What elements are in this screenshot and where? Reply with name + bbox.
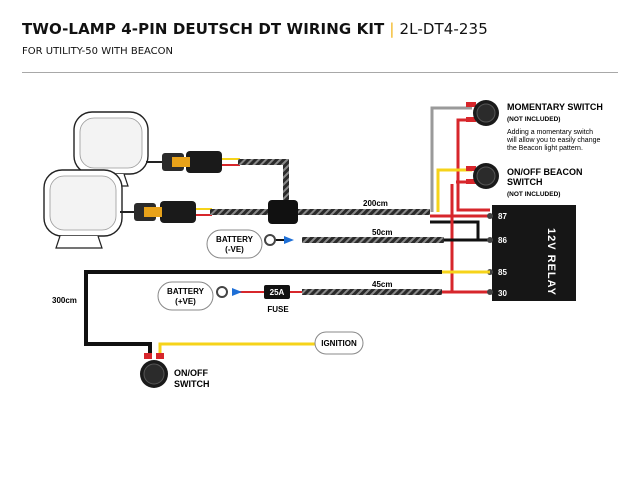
pin-30-label: 30: [498, 289, 507, 298]
page-title: TWO-LAMP 4-PIN DEUTSCH DT WIRING KIT|2L-…: [22, 20, 488, 38]
dt-connector-lower: [120, 201, 212, 223]
momentary-note-2: will allow you to easily change: [506, 137, 600, 144]
relay-12v: 87 86 85 30 12V RELAY: [487, 205, 576, 301]
beacon-not-included: (NOT INCLUDED): [507, 191, 560, 198]
header-divider: [22, 72, 618, 73]
dt-connector-upper: [146, 151, 240, 173]
battery-neg-label-1: BATTERY: [216, 235, 254, 244]
onoff-switch-label-1: ON/OFF: [174, 368, 208, 378]
battery-pos-label-1: BATTERY: [167, 287, 205, 296]
harness-upper: [238, 159, 289, 206]
pin-87-label: 87: [498, 212, 507, 221]
title-separator: |: [389, 20, 395, 38]
length-300cm: 300cm: [52, 296, 77, 305]
battery-neg-label-2: (-VE): [225, 245, 244, 254]
beacon-switch-label-1: ON/OFF BEACON: [507, 167, 583, 177]
ignition-label: IGNITION: [321, 339, 357, 348]
battery-pos-bubble: [157, 281, 214, 311]
beacon-switch-label-2: SWITCH: [507, 177, 543, 187]
pin-86-label: 86: [498, 236, 507, 245]
wire-red-momentary: [456, 118, 490, 212]
ignition-bubble: [314, 331, 364, 355]
beacon-switch: [466, 163, 499, 189]
length-200cm: 200cm: [363, 199, 388, 208]
relay-label: 12V RELAY: [545, 228, 557, 296]
harness-junction: [268, 200, 298, 224]
battery-pos-label-2: (+VE): [175, 297, 196, 306]
momentary-note-1: Adding a momentary switch: [507, 129, 593, 136]
length-50cm: 50cm: [372, 228, 392, 237]
fuse-value: 25A: [270, 288, 285, 297]
pin-85-label: 85: [498, 268, 507, 277]
fuse-holder: [264, 285, 290, 299]
wire-black-300cm: [84, 270, 442, 356]
battery-neg-ring-terminal: [264, 234, 276, 246]
momentary-note-3: the Beacon light pattern.: [507, 145, 583, 152]
wire-yellow-ignition: [158, 342, 316, 356]
length-45cm: 45cm: [372, 280, 392, 289]
onoff-switch-label-2: SWITCH: [174, 379, 210, 389]
wire-black-86: [430, 220, 490, 242]
momentary-not-included: (NOT INCLUDED): [507, 116, 560, 123]
battery-pos-ring-terminal: [216, 286, 228, 298]
lamp-front: [43, 169, 123, 249]
product-code: 2L-DT4-235: [399, 20, 488, 38]
momentary-switch: [466, 100, 499, 126]
page-subtitle: FOR UTILITY-50 WITH BEACON: [22, 46, 174, 57]
onoff-switch: [140, 353, 168, 388]
momentary-switch-label: MOMENTARY SWITCH: [507, 102, 603, 112]
battery-neg-bubble: [206, 229, 263, 259]
wire-yellow-beacon: [436, 168, 472, 212]
wire-gray-momentary: [430, 106, 472, 212]
fuse-label: FUSE: [267, 305, 289, 314]
title-text: TWO-LAMP 4-PIN DEUTSCH DT WIRING KIT: [22, 20, 385, 38]
